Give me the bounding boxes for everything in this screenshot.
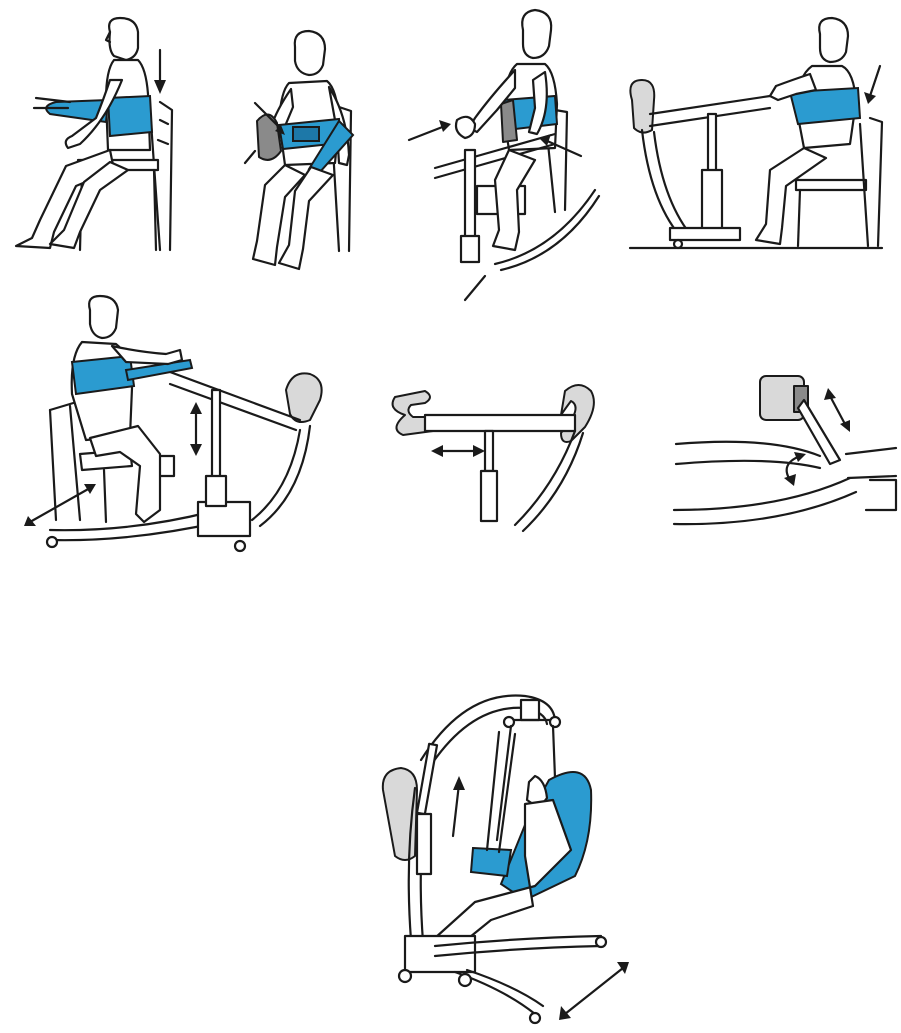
step-8-sling-lift-panel <box>375 680 645 1030</box>
step-3-approach-panel <box>405 0 605 300</box>
full-body-sling-lift-icon <box>375 680 645 1030</box>
belt-strap <box>108 96 152 136</box>
step-2-buckle-panel <box>235 25 375 275</box>
step-1-belt-on-panel <box>10 10 200 250</box>
grip-handles-icon <box>620 10 890 255</box>
spreader-bar-adjust-icon <box>385 375 605 535</box>
control-box-adjust-icon <box>670 360 900 535</box>
belt-around-seated-person-icon <box>10 10 200 250</box>
buckle-belt-icon <box>235 25 375 275</box>
step-6-spreader-panel <box>385 375 605 535</box>
buckle <box>293 127 319 141</box>
lift-approach-icon <box>405 0 605 300</box>
step-4-grip-panel <box>620 10 890 255</box>
raise-person-icon <box>20 290 340 560</box>
step-7-control-panel <box>670 360 900 535</box>
step-5-raise-panel <box>20 290 340 560</box>
